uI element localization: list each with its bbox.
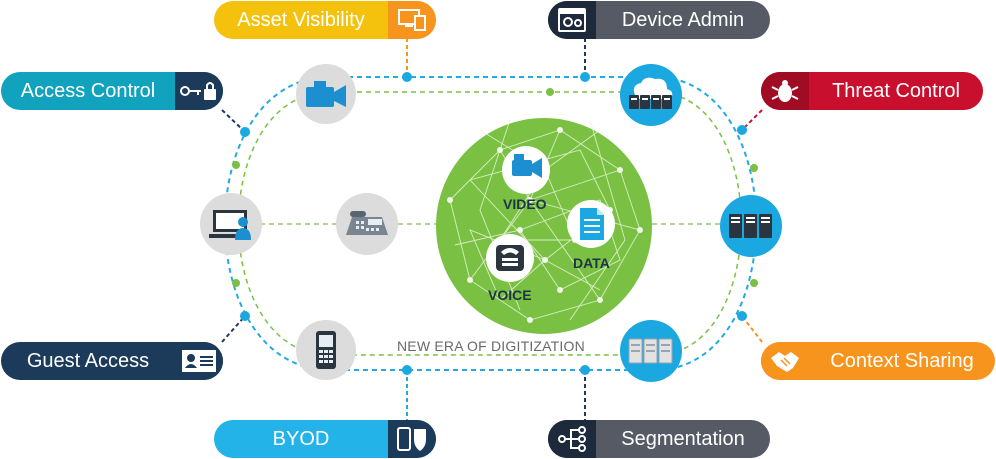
camera-node (296, 64, 356, 124)
cloud-server-node (620, 64, 682, 126)
video-label: VIDEO (503, 196, 547, 212)
threat-control-pill: Threat Control (761, 72, 983, 110)
key-lock-icon (175, 72, 223, 110)
segmentation-pill: Segmentation (548, 420, 770, 458)
branch-icon (548, 420, 596, 458)
phone-icon (496, 245, 524, 271)
laptop-user-icon (209, 210, 251, 240)
video-camera-icon (512, 154, 542, 178)
mobile-node (296, 320, 356, 380)
device-admin-pill: Device Admin (548, 1, 770, 39)
desk-phone-node (336, 193, 398, 255)
server-rack-icon (729, 214, 772, 238)
access-control-pill: Access Control (1, 72, 223, 110)
data-label: DATA (573, 255, 610, 271)
desk-phone-icon (346, 211, 388, 235)
storage-servers-icon (628, 338, 673, 364)
context-sharing-label: Context Sharing (830, 350, 974, 372)
handshake-icon (761, 342, 809, 380)
byod-pill: BYOD (214, 420, 436, 458)
admin-gear-icon (548, 1, 596, 39)
asset-visibility-pill: Asset Visibility (214, 1, 436, 39)
segmentation-label: Segmentation (621, 428, 745, 450)
mobile-phone-icon (316, 331, 336, 369)
video-camera-icon (306, 81, 346, 107)
bug-icon (761, 72, 809, 110)
phone-shield-icon (388, 420, 436, 458)
guest-access-pill: Guest Access (1, 342, 223, 380)
cloud-servers-icon (629, 77, 673, 109)
server-rack-node (720, 195, 782, 257)
monitor-devices-icon (388, 1, 436, 39)
document-icon (580, 208, 604, 240)
device-admin-label: Device Admin (621, 9, 745, 31)
voice-label: VOICE (488, 287, 532, 303)
guest-access-label: Guest Access (26, 350, 150, 372)
context-sharing-pill: Context Sharing (761, 342, 995, 380)
tagline: NEW ERA OF DIGITIZATION (397, 338, 585, 354)
laptop-user-node (200, 193, 262, 255)
id-card-icon (175, 342, 223, 380)
storage-node (620, 320, 682, 382)
network-sphere (436, 118, 652, 334)
access-control-label: Access Control (20, 80, 156, 102)
threat-control-label: Threat Control (832, 80, 960, 102)
asset-visibility-label: Asset Visibility (237, 9, 365, 31)
byod-label: BYOD (272, 428, 330, 450)
